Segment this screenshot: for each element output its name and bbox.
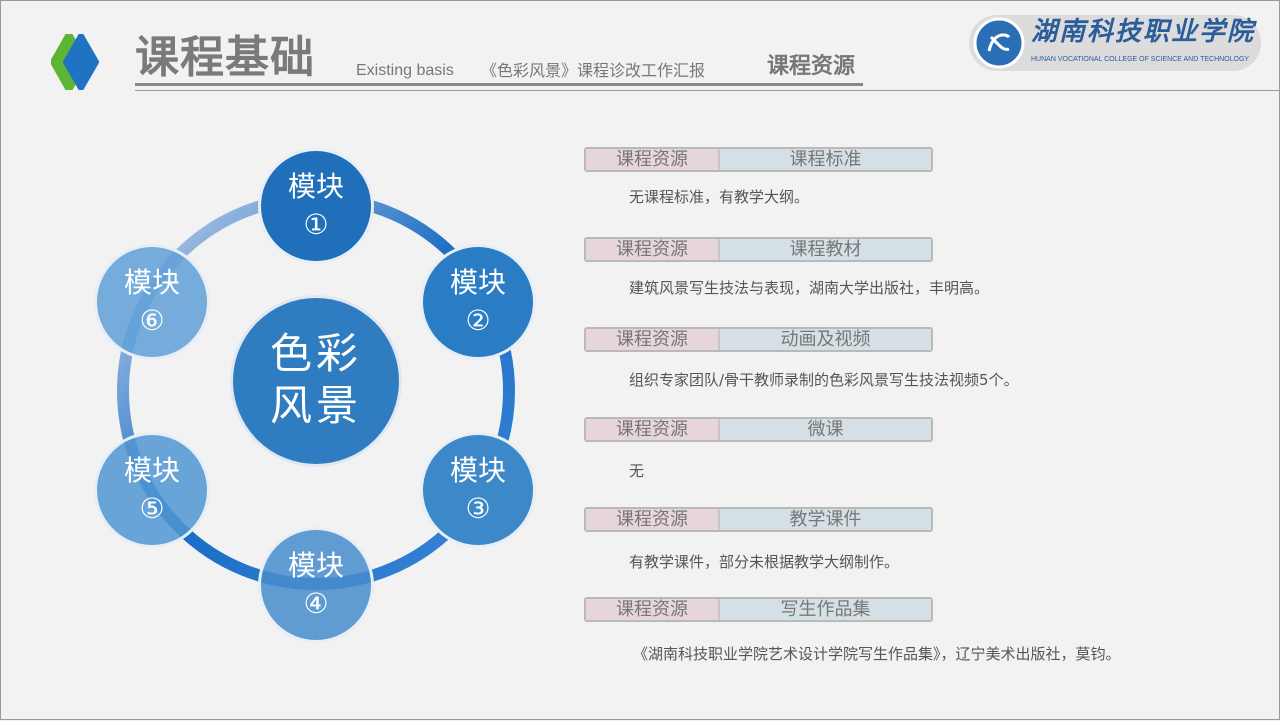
resource-key: 课程资源 <box>586 599 720 620</box>
resource-value: 动画及视频 <box>720 329 931 350</box>
header-logo-icon <box>51 34 99 90</box>
resource-value: 课程教材 <box>720 239 931 260</box>
page-title: 课程基础 <box>135 32 315 83</box>
school-name: 湖南科技职业学院 <box>1031 17 1256 47</box>
resource-desc: 无课程标准，有教学大纲。 <box>629 188 810 206</box>
resource-row: 课程资源微课 <box>584 417 933 442</box>
resource-row: 课程资源教学课件 <box>584 507 933 532</box>
header-divider <box>135 83 863 86</box>
resource-row: 课程资源写生作品集 <box>584 597 933 622</box>
resource-desc: 无 <box>629 462 645 480</box>
resource-row: 课程资源课程教材 <box>584 237 933 262</box>
resource-row: 课程资源动画及视频 <box>584 327 933 352</box>
resource-key: 课程资源 <box>586 329 720 350</box>
resource-value: 教学课件 <box>720 509 931 530</box>
school-name-en: HUNAN VOCATIONAL COLLEGE OF SCIENCE AND … <box>1031 56 1250 63</box>
resource-row: 课程资源课程标准 <box>584 147 933 172</box>
resource-desc: 组织专家团队/骨干教师录制的色彩风景写生技法视频5个。 <box>629 371 1019 389</box>
school-emblem-icon <box>969 15 1261 71</box>
resource-key: 课程资源 <box>586 239 720 260</box>
resource-key: 课程资源 <box>586 509 720 530</box>
subtitle-en: Existing basis <box>356 62 454 79</box>
resource-value: 课程标准 <box>720 149 931 170</box>
center-circle: 色彩风景 <box>230 295 402 467</box>
resource-value: 微课 <box>720 419 931 440</box>
resource-desc: 有教学课件，部分未根据教学大纲制作。 <box>629 553 900 571</box>
resource-desc: 《湖南科技职业学院艺术设计学院写生作品集》，辽宁美术出版社，莫钧。 <box>633 645 1121 663</box>
resource-key: 课程资源 <box>586 149 720 170</box>
header-divider-thin <box>135 90 1280 91</box>
resource-key: 课程资源 <box>586 419 720 440</box>
resource-desc: 建筑风景写生技法与表现，湖南大学出版社，丰明高。 <box>629 279 990 297</box>
section-title: 课程资源 <box>767 54 856 79</box>
subtitle-cn: 《色彩风景》课程诊改工作汇报 <box>481 61 706 80</box>
resource-value: 写生作品集 <box>720 599 931 620</box>
